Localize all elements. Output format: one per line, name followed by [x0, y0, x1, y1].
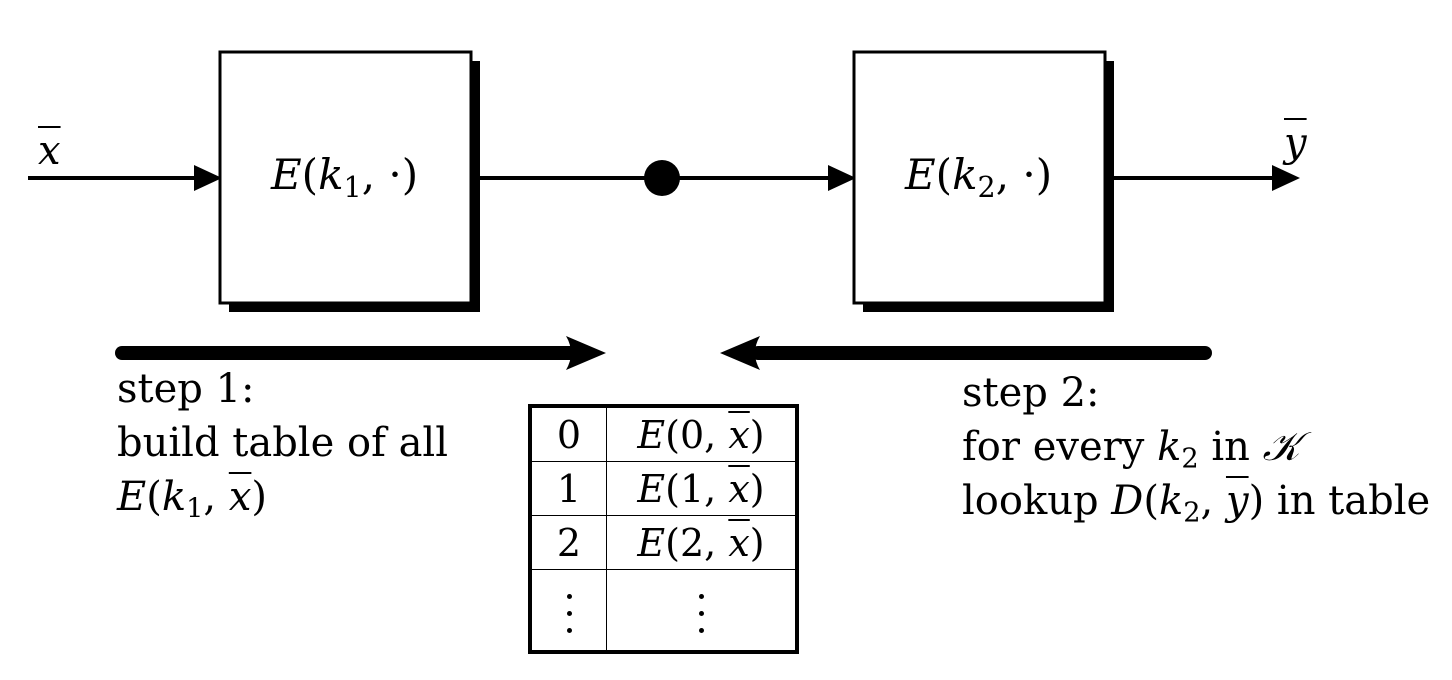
block2-arg: · [1022, 150, 1036, 199]
step1-line1: step 1: [117, 366, 255, 412]
table-ellipsis-cell [530, 569, 607, 652]
table-ellipsis-row [530, 569, 797, 652]
table-index-cell: 1 [530, 461, 607, 516]
step1-arg: x [228, 474, 252, 520]
step1-key-sub: 1 [186, 493, 204, 525]
block1-label: E(k1, ·) [271, 150, 419, 204]
meet-point [644, 160, 680, 196]
step2-line3-key-sub: 2 [1183, 497, 1201, 529]
input-arrow [28, 165, 222, 191]
block1-key: k [318, 150, 344, 199]
input-signal-label: x [38, 128, 61, 174]
step2-line3-post: in table [1276, 478, 1431, 524]
table-index-cell: 0 [530, 406, 607, 462]
table-index-cell: 2 [530, 515, 607, 570]
vertical-ellipsis-icon [698, 593, 704, 633]
block2-func: E [905, 150, 936, 199]
block1-func: E [271, 150, 302, 199]
step2-description: step 2: for every k2 in 𝒦 lookup D(k2, y… [962, 366, 1430, 528]
block1-arg: · [388, 150, 402, 199]
encryption-block-1 [218, 50, 480, 312]
table-row: 0 E(0, x) [530, 406, 797, 462]
block1-key-sub: 1 [343, 169, 362, 204]
encryption-block-2 [852, 50, 1114, 312]
step2-line1: step 2: [962, 370, 1100, 416]
step2-line3-key: k [1158, 478, 1184, 524]
step2-line3: lookup D(k2, y) in table [962, 478, 1431, 529]
block2-key-sub: 2 [977, 169, 996, 204]
step2-line2-mid: in [1211, 424, 1250, 470]
step2-line2: for every k2 in 𝒦 [962, 420, 1430, 474]
step1-line3: E(k1, x) [117, 474, 267, 525]
table-ellipsis-cell [606, 569, 797, 652]
table-value-cell: E(0, x) [606, 406, 797, 462]
step2-line2-pre: for every [962, 424, 1145, 470]
table-row: 2 E(2, x) [530, 515, 797, 570]
table-value-cell: E(1, x) [606, 461, 797, 516]
step1-description: step 1: build table of all E(k1, x) [117, 362, 448, 524]
block2-key: k [952, 150, 978, 199]
output-arrow [1114, 165, 1300, 191]
step2-line3-pre: lookup [962, 478, 1099, 524]
middle-connection [480, 160, 856, 196]
step2-key-sub: 2 [1181, 443, 1199, 475]
step2-arrow [720, 336, 1212, 370]
lookup-table: 0 E(0, x) 1 E(1, x) 2 E(2, x) [528, 404, 799, 654]
step2-key-set: 𝒦 [1262, 424, 1300, 470]
table-row: 1 E(1, x) [530, 461, 797, 516]
step1-arrow [115, 336, 606, 370]
vertical-ellipsis-icon [566, 593, 572, 633]
step2-key: k [1157, 424, 1182, 470]
output-signal-symbol: y [1284, 120, 1307, 166]
step1-key: k [161, 474, 187, 520]
block2-label: E(k2, ·) [905, 150, 1053, 204]
input-signal-symbol: x [38, 128, 61, 174]
step1-line2: build table of all [117, 420, 449, 466]
table-value-cell: E(2, x) [606, 515, 797, 570]
output-signal-label: y [1284, 120, 1307, 166]
step2-func: D [1111, 478, 1144, 524]
step1-func: E [117, 474, 147, 520]
step2-line3-arg: y [1225, 478, 1249, 524]
